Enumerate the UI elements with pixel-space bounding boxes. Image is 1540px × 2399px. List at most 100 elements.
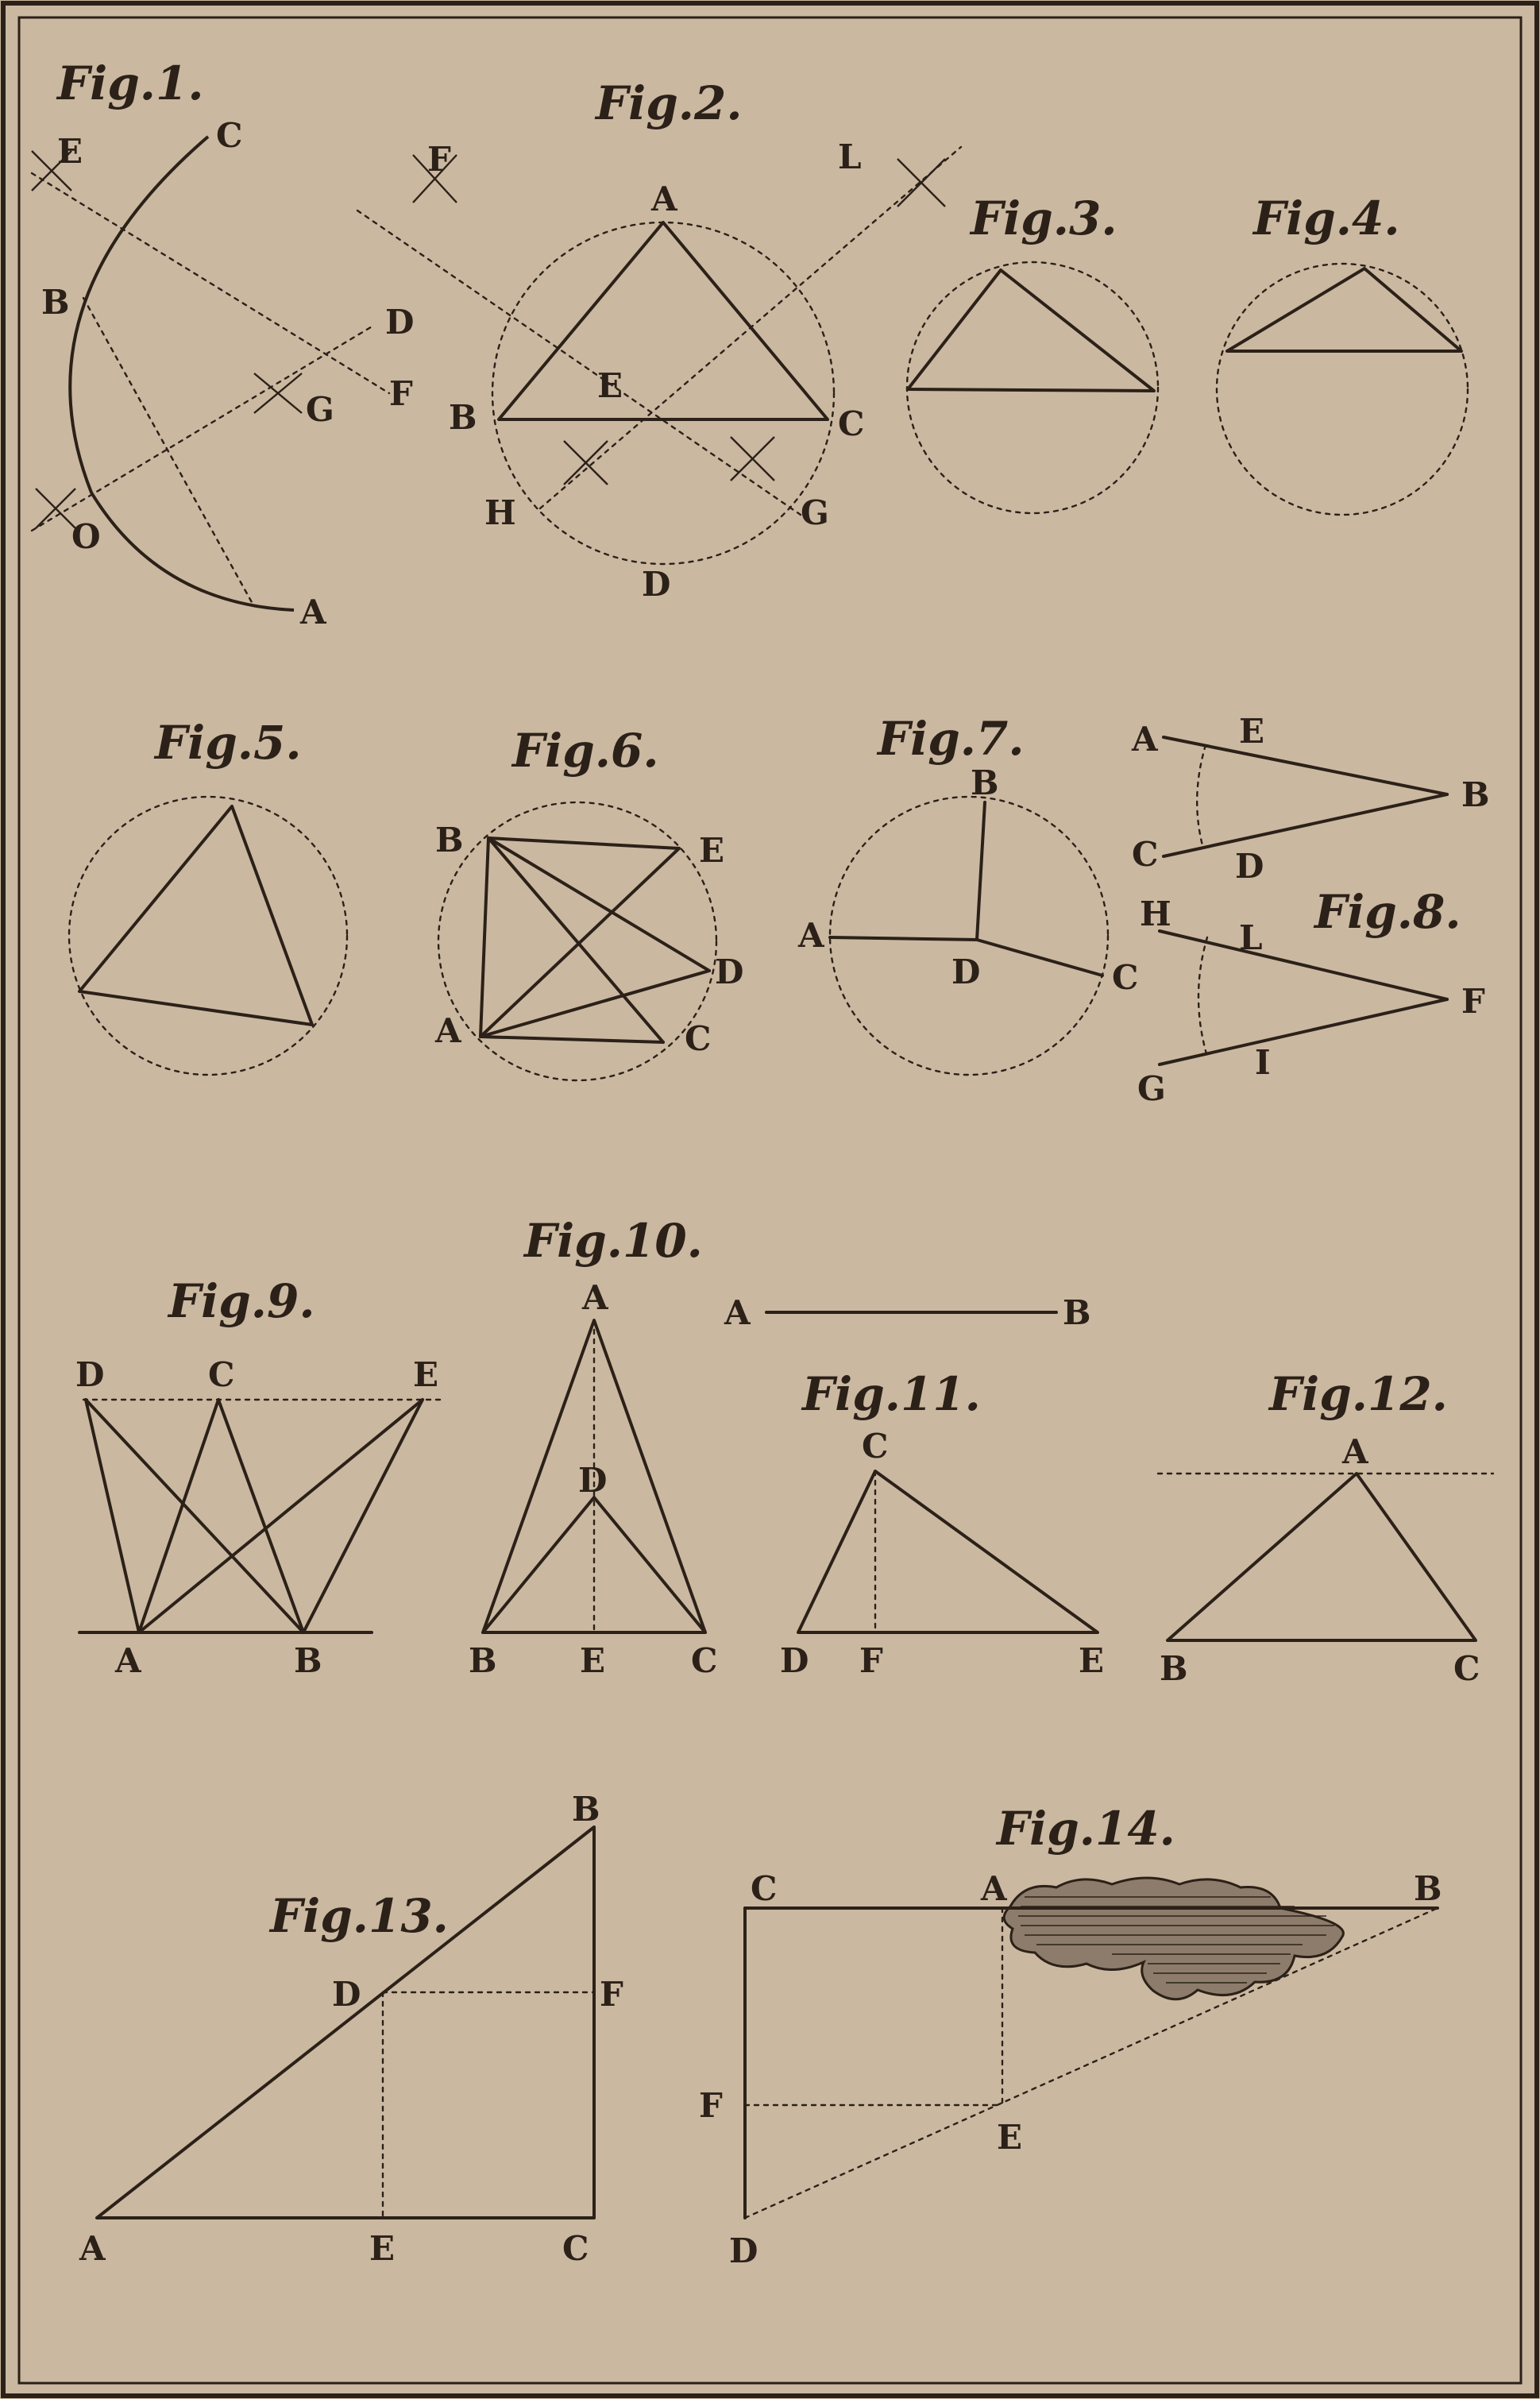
fig1-label-g: G (306, 390, 334, 429)
figure-14: Fig.14. C A B F E D (699, 1802, 1442, 2270)
fig2-arc-mark-f (412, 154, 457, 203)
fig13-label-a: A (79, 2229, 106, 2268)
fig10-inner-sides (481, 1496, 707, 1634)
figure-1: Fig.1. E C B D G F O A (30, 56, 414, 632)
fig1-label-c: C (216, 116, 242, 155)
fig11-triangle (797, 1470, 1099, 1634)
figure-8-title: Fig.8. (1313, 885, 1461, 939)
fig1-arc-mark-g (253, 373, 303, 414)
fig1-line-e-f (30, 172, 391, 395)
fig8-lines (1158, 929, 1449, 1066)
figure-7-title: Fig.7. (876, 712, 1025, 766)
angle-acb-lines (1162, 736, 1449, 858)
fig13-label-b: B (572, 1790, 600, 1829)
fig10-label-a: A (581, 1278, 609, 1317)
segment-label-b: B (1063, 1293, 1091, 1332)
fig1-label-f: F (389, 374, 413, 413)
fig14-label-b: B (1414, 1869, 1442, 1908)
figure-2: Fig.2. F A L E B C H G D (356, 76, 963, 604)
fig12-label-a: A (1341, 1432, 1369, 1471)
fig3-triangle (906, 268, 1156, 392)
segment-label-a: A (724, 1293, 751, 1332)
fig4-triangle (1225, 267, 1463, 353)
fig10-label-b: B (469, 1641, 497, 1680)
figure-5: Fig.5. (68, 716, 349, 1076)
fig1-line-o-d (30, 324, 375, 532)
fig9-label-d: D (75, 1355, 104, 1394)
fig2-arc-mark-h (563, 440, 608, 485)
fig1-label-a: A (299, 593, 327, 632)
fig2-circle (491, 221, 836, 566)
fig8-label-g: G (1137, 1069, 1166, 1108)
fig14-label-d: D (729, 2231, 758, 2270)
fig14-label-e: E (997, 2118, 1022, 2157)
figure-12: Fig.12. A B C (1156, 1367, 1495, 1688)
fig6-label-b: B (435, 821, 464, 860)
inner-border (17, 16, 1523, 2385)
fig2-label-l: L (838, 137, 862, 176)
fig2-label-h: H (484, 493, 516, 532)
fig13-label-f: F (600, 1975, 623, 2014)
fig6-lines (479, 836, 711, 1044)
fig2-label-b: B (449, 398, 477, 437)
fig12-label-b: B (1160, 1649, 1188, 1688)
fig2-label-e: E (597, 366, 623, 405)
fig5-triangle (78, 805, 314, 1026)
fig2-line-f-g (356, 209, 802, 516)
fig1-arc (68, 135, 295, 612)
fig6-label-d: D (715, 952, 743, 991)
fig11-label-c: C (862, 1427, 888, 1466)
fig14-pond (1002, 1876, 1345, 2001)
fig10-label-e: E (580, 1641, 605, 1680)
fig7-label-b: B (971, 763, 999, 802)
fig1-line-b-a (82, 296, 254, 605)
fig1-label-o: O (71, 517, 101, 556)
fig2-arc-mark-l (897, 158, 946, 207)
fig13-label-d: D (332, 1975, 361, 2014)
fig12-triangle (1166, 1472, 1477, 1642)
figure-4-title: Fig.4. (1252, 191, 1400, 245)
angle-acb-label-d: D (1235, 847, 1264, 886)
fig12-label-c: C (1453, 1649, 1480, 1688)
figure-13: Fig.13. B D F A E C (79, 1790, 623, 2268)
fig1-arc-mark-e (31, 150, 72, 191)
fig8-label-i: I (1255, 1043, 1271, 1082)
figure-4: Fig.4. (1215, 191, 1469, 516)
fig2-label-a: A (650, 180, 678, 218)
fig7-label-d: D (951, 952, 980, 991)
fig13-label-e: E (369, 2229, 395, 2268)
figure-14-title: Fig.14. (995, 1802, 1175, 1856)
fig14-line-db (743, 1906, 1439, 2219)
fig2-line-h-l (538, 145, 963, 510)
fig1-label-d: D (385, 303, 414, 342)
fig9-label-c: C (208, 1355, 234, 1394)
fig2-triangle (497, 221, 829, 421)
angle-acb-label-b: B (1461, 775, 1490, 814)
fig2-label-d: D (642, 565, 670, 604)
fig2-label-g: G (801, 493, 829, 532)
fig2-arc-mark-g (730, 436, 775, 481)
figure-7: Fig.7. B A D C (797, 712, 1138, 1076)
fig6-circle (437, 801, 718, 1082)
angle-acb-label-e: E (1239, 712, 1264, 751)
fig9-label-b: B (294, 1641, 322, 1680)
fig8-label-l: L (1239, 918, 1263, 957)
figure-10: Fig.10. A D B E C (469, 1214, 717, 1680)
fig10-outer-triangle (481, 1319, 707, 1634)
fig13-label-c: C (562, 2229, 589, 2268)
fig6-label-c: C (685, 1019, 711, 1058)
fig5-circle (68, 795, 349, 1076)
fig7-circle (828, 795, 1110, 1076)
fig7-label-a: A (797, 916, 825, 955)
fig8-arc (1197, 936, 1209, 1058)
fig14-label-a: A (980, 1869, 1008, 1908)
angle-acb: A E B C D (1131, 712, 1490, 886)
figure-13-title: Fig.13. (268, 1889, 449, 1943)
fig11-label-d: D (780, 1641, 809, 1680)
figure-3: Fig.3. (905, 191, 1160, 515)
figure-9: Fig.9. D C E A B (75, 1274, 446, 1680)
fig14-label-c: C (751, 1869, 777, 1908)
fig3-circle (905, 261, 1160, 515)
